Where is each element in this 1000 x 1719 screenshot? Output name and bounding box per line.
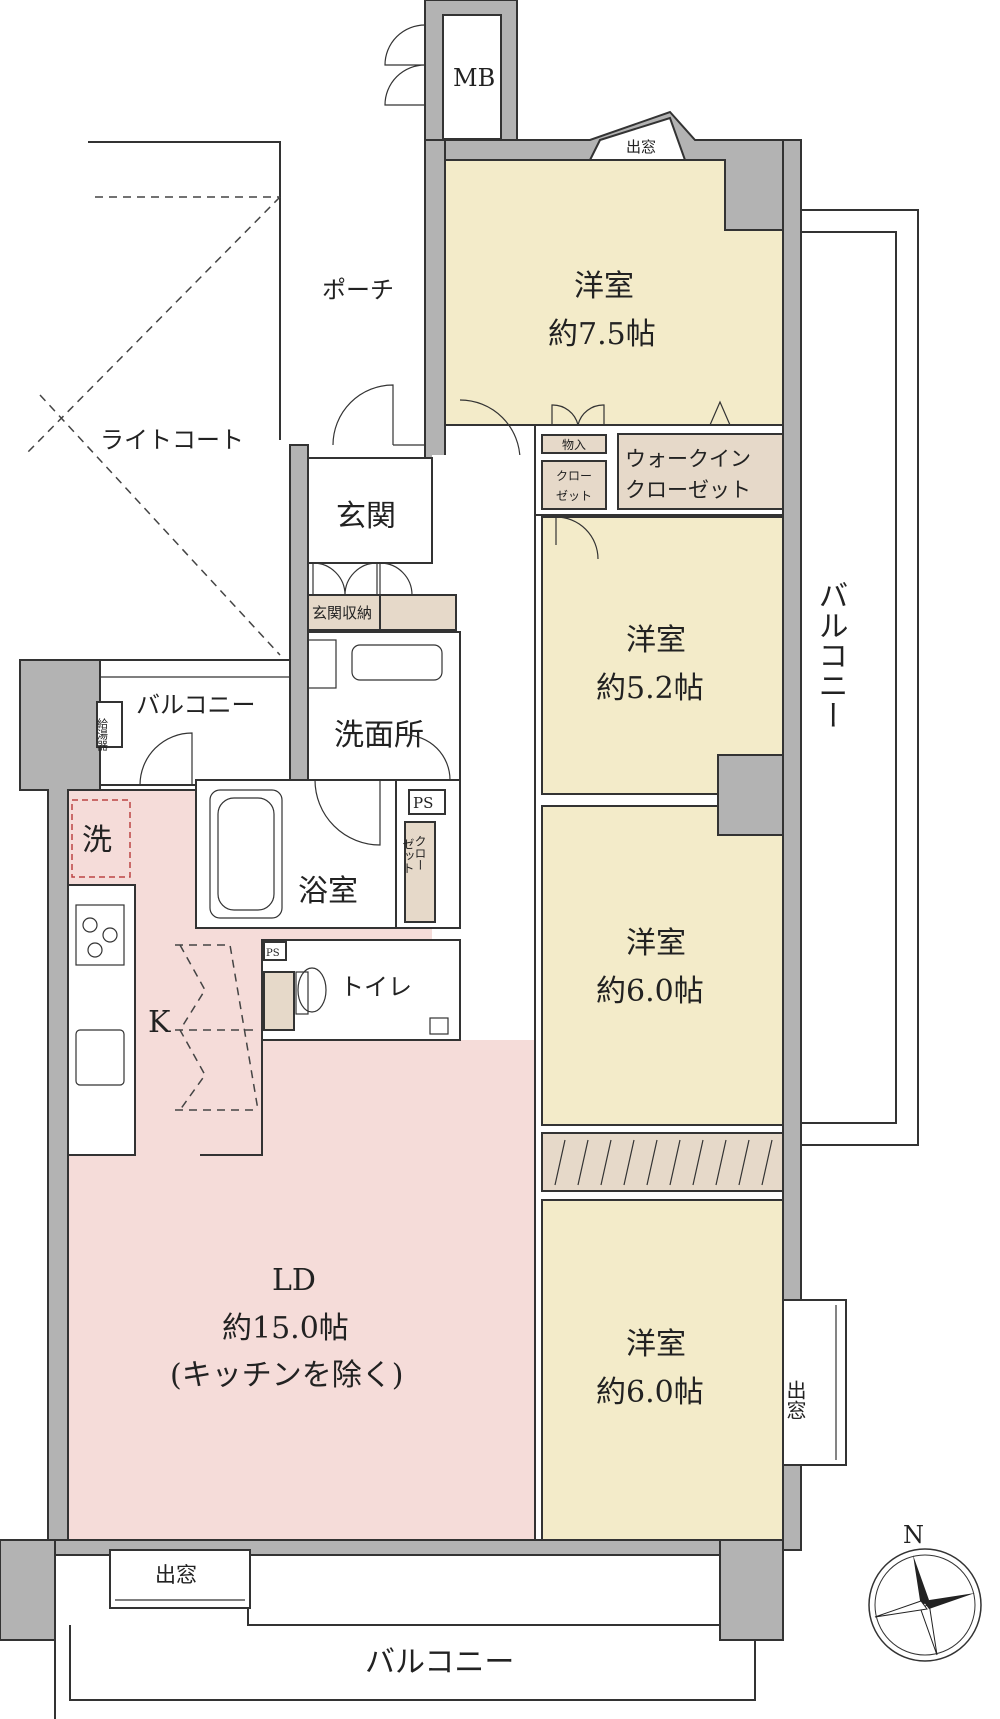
ld-size: 約15.0帖 (222, 1311, 349, 1346)
entrance-storage-label: 玄関収納 (312, 604, 372, 622)
closet-strip[interactable] (541, 1132, 784, 1192)
bathroom[interactable]: 浴室 (195, 779, 397, 929)
pipe-space (408, 789, 446, 815)
ld-name: LD (272, 1263, 316, 1298)
room-name: 洋室 (574, 269, 634, 304)
room-size: 約6.0帖 (596, 974, 704, 1009)
room-western-5-2[interactable]: 洋室 約5.2帖 (541, 516, 784, 795)
room-name: 洋室 (626, 926, 686, 961)
compass-icon: N (868, 1521, 982, 1662)
ps-label: PS (413, 794, 433, 812)
wic-label-2: クローゼット (625, 478, 751, 502)
wall-segment (289, 444, 309, 786)
light-court: ライトコート (24, 141, 281, 656)
monoire-label: 物入 (562, 438, 586, 452)
kitchen-label: K (148, 1005, 171, 1040)
column (717, 754, 784, 836)
room-size: 約5.2帖 (596, 671, 704, 706)
compass-north-label: N (903, 1521, 924, 1549)
closet-b[interactable] (404, 821, 436, 923)
balcony-small-label: バルコニー (136, 691, 256, 719)
balcony-right: バルコニー (801, 209, 919, 1146)
kitchen[interactable]: K 洗 (67, 799, 263, 1156)
bay-window-right: 出窓 (782, 1299, 847, 1466)
toilet-label: トイレ (340, 973, 412, 1001)
wall-segment (0, 1539, 56, 1641)
balcony-bottom-label: バルコニー (365, 1645, 514, 1680)
water-heater-label: 給湯器 (96, 717, 109, 752)
storage-monoire[interactable] (541, 434, 607, 454)
room-name: 洋室 (626, 623, 686, 658)
closet-a-label-2: ゼット (556, 489, 592, 503)
balcony-right-label: バルコニー (813, 580, 848, 730)
room-size: 約7.5帖 (548, 317, 656, 352)
balcony-small: バルコニー 給湯器 (96, 659, 291, 786)
bay-window-right-label: 出窓 (783, 1380, 807, 1420)
bay-window-bottom: 出窓 (109, 1549, 251, 1609)
bay-window-top-label: 出窓 (626, 138, 656, 156)
light-court-label: ライトコート (100, 426, 244, 454)
closet-a[interactable] (541, 460, 607, 510)
wall-segment (424, 139, 446, 471)
washer-label: 洗 (82, 823, 112, 858)
wic-label-1: ウォークイン (625, 447, 751, 471)
mb-label: MB (453, 64, 495, 92)
closet-b-label-1: クロー (413, 835, 427, 871)
room-western-6-0-b[interactable]: 洋室 約6.0帖 (541, 1199, 784, 1541)
bathroom-label: 浴室 (298, 874, 358, 909)
room-western-7-5[interactable]: 洋室 約7.5帖 (444, 159, 784, 461)
balcony-bottom: バルコニー (54, 1608, 756, 1719)
entrance[interactable]: 玄関 (307, 457, 433, 596)
ld-note: (キッチンを除く) (170, 1358, 403, 1393)
porch-label: ポーチ (322, 276, 394, 304)
room-name: 洋室 (626, 1327, 686, 1362)
meter-box: MB (384, 0, 518, 143)
room-western-6-0-a[interactable]: 洋室 約6.0帖 (541, 805, 784, 1126)
walk-in-closet[interactable] (617, 433, 784, 510)
wall-segment (719, 1539, 784, 1641)
bay-window-bottom-label: 出窓 (155, 1563, 197, 1587)
entrance-storage[interactable] (307, 594, 457, 631)
toilet[interactable]: PS トイレ (261, 939, 461, 1041)
washroom[interactable]: 洗面所 (307, 631, 461, 781)
closet-b-label-2: ゼット (401, 838, 415, 874)
room-size: 約6.0帖 (596, 1375, 704, 1410)
ps-label-2: PS (266, 948, 280, 959)
closet-a-label-1: クロー (556, 469, 592, 483)
balcony-right-label-1: バルコニー (813, 580, 848, 730)
entrance-label: 玄関 (336, 499, 396, 534)
